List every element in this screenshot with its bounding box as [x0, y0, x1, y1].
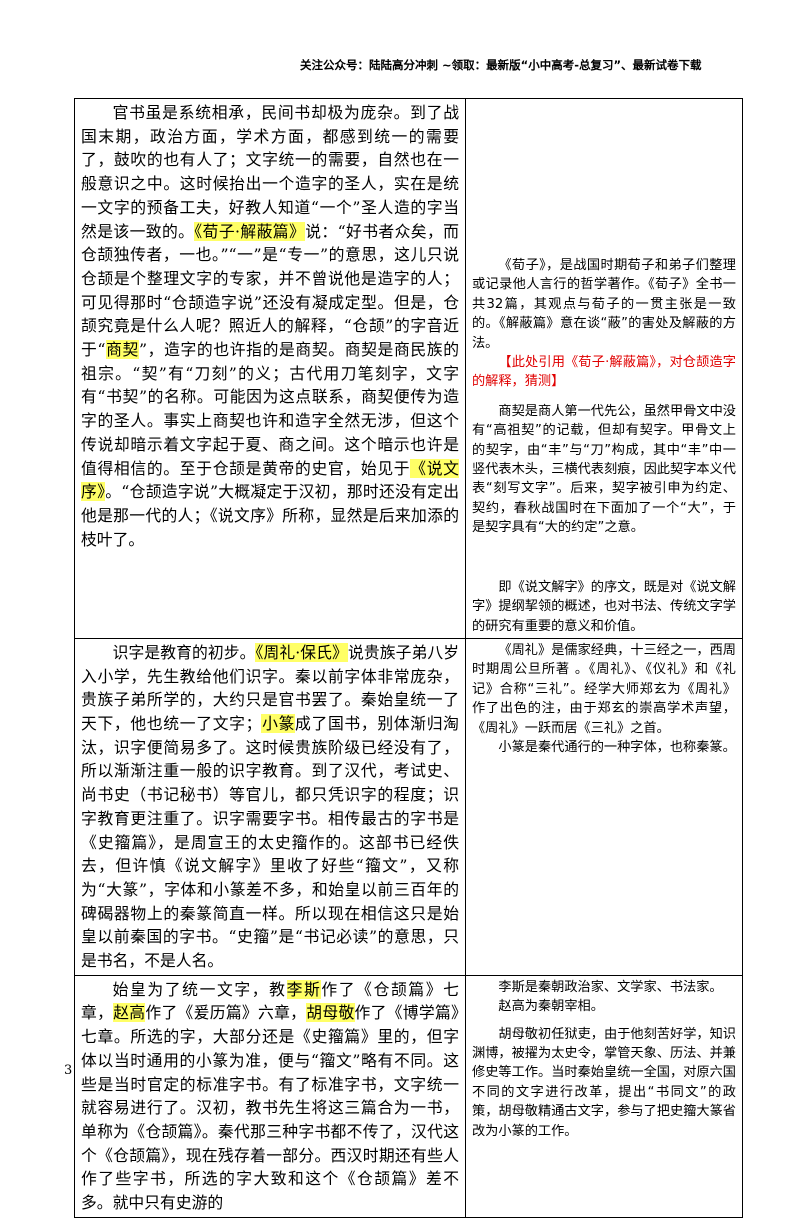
main-text-cell: 始皇为了统一文字，教李斯作了《仓颉篇》七章，赵高作了《爰历篇》六章，胡母敬作了《… [74, 974, 466, 1218]
text-run: 作了《爰历篇》六章， [145, 1003, 307, 1023]
main-text-cell: 官书虽是系统相承，民间书却极为庞杂。到了战国末期，政治方面，学术方面，都感到统一… [74, 98, 466, 639]
highlight-lisi: 李斯 [286, 979, 322, 999]
highlight-shangqi: 商契 [105, 340, 139, 360]
paragraph: 官书虽是系统相承，民间书却极为庞杂。到了战国末期，政治方面，学术方面，都感到统一… [81, 101, 459, 551]
highlight-xunzi: 荀子 [202, 221, 236, 241]
annotation-xiaozhuan: 小篆是秦代通行的一种字体，也称秦篆。 [498, 739, 736, 755]
text-run: 说：“好书者众矣，而仓颉独传者，一也。”“一”是“专一”的意思，这儿只说仓颉是个… [81, 221, 459, 360]
table-row: 识字是教育的初步。《周礼·保氏》说贵族子弟八岁入小学，先生教给他们识字。秦以前字… [74, 637, 743, 976]
annotation-cell: 李斯是秦朝政治家、文学家、书法家。 赵高为秦朝宰相。 胡母敬初任狱吏，由于他刻苦… [465, 974, 743, 1218]
annotation-table: 官书虽是系统相承，民间书却极为庞杂。到了战国末期，政治方面，学术方面，都感到统一… [74, 98, 743, 1218]
highlight-zhouli: 《周礼·保氏》 [255, 642, 348, 662]
text-run: 。“仓颉造字说”大概凝定于汉初，那时还没有定出他是那一代的人；《说文序》所称，显… [81, 482, 459, 549]
text-run: 识字是教育的初步。 [112, 642, 256, 662]
paragraph: 始皇为了统一文字，教李斯作了《仓颉篇》七章，赵高作了《爰历篇》六章，胡母敬作了《… [81, 978, 459, 1215]
text-run: 作了《博学篇》七章。所选的字，大部分还是《史籀篇》里的，但字体以当时通用的小篆为… [81, 1003, 459, 1213]
page-number: 3 [64, 1063, 73, 1078]
highlight-humujing: 胡母敬 [306, 1003, 355, 1023]
page-header: 关注公众号：陆陆高分冲刺 ~领取：最新版“小中高考-总复习”、最新试卷下载 [300, 58, 702, 72]
text-run: 说贵族子弟八岁入小学，先生教给他们识字。秦以前字体非常庞杂，贵族子弟所学的，大约… [81, 642, 459, 734]
text-run: 始皇为了统一文字，教 [112, 979, 287, 999]
annotation-shangqi: 商契是商人第一代先公，虽然甲骨文中没有“高祖契”的记载，但却有契字。甲骨文上的契… [472, 403, 736, 536]
highlight-zhaogao: 赵高 [113, 1003, 146, 1023]
highlight-xiaozhuan: 小篆 [261, 714, 296, 734]
text-run: 官书虽是系统相承，民间书却极为庞杂。到了战国末期，政治方面，学术方面，都感到统一… [81, 103, 459, 241]
highlight-jiebi: ·解蔽篇》 [235, 221, 306, 241]
main-text-cell: 识字是教育的初步。《周礼·保氏》说贵族子弟八岁入小学，先生教给他们识字。秦以前字… [74, 637, 466, 976]
table-row: 始皇为了统一文字，教李斯作了《仓颉篇》七章，赵高作了《爰历篇》六章，胡母敬作了《… [74, 974, 743, 1218]
annotation-zhouli: 《周礼》是儒家经典，十三经之一，西周时期周公旦所著 。《周礼》、《仪礼》和《礼记… [472, 642, 736, 736]
annotation-humujing: 胡母敬初任狱吏，由于他刻苦好学，知识渊博，被擢为太史令，掌管天象、历法、并兼修史… [472, 1026, 736, 1139]
annotation-cell: 《荀子》，是战国时期荀子和弟子们整理或记录他人言行的哲学著作。《荀子》全书一共3… [465, 98, 743, 639]
annotation-xunzi: 《荀子》，是战国时期荀子和弟子们整理或记录他人言行的哲学著作。《荀子》全书一共3… [472, 258, 736, 351]
text-run: 作了《仓颉篇》七章， [81, 979, 459, 1023]
annotation-shuowen: 即《说文解字》的序文，既是对《说文解字》提纲挈领的概述，也对书法、传统文字学的研… [472, 579, 736, 634]
annotation-zhaogao: 赵高为秦朝宰相。 [498, 999, 604, 1015]
table-row: 官书虽是系统相承，民间书却极为庞杂。到了战国末期，政治方面，学术方面，都感到统一… [74, 98, 743, 639]
text-run: ”，造字的也许指的是商契。商契是商民族的祖宗。“契”有“刀刻”的义；古代用刀笔刻… [81, 340, 459, 478]
annotation-cell: 《周礼》是儒家经典，十三经之一，西周时期周公旦所著 。《周礼》、《仪礼》和《礼记… [465, 637, 743, 976]
text-run: 成了国书，别体渐归淘汰，识字便简易多了。这时候贵族阶级已经没有了，所以渐渐注重一… [81, 714, 459, 971]
annotation-lisi: 李斯是秦朝政治家、文学家、书法家。 [498, 979, 723, 995]
paragraph: 识字是教育的初步。《周礼·保氏》说贵族子弟八岁入小学，先生教给他们识字。秦以前字… [81, 641, 459, 973]
highlight-book-title: 《 [194, 221, 203, 241]
annotation-red-note: 【此处引用《荀子·解蔽篇》，对仓颉造字的解释，猜测】 [472, 355, 736, 390]
